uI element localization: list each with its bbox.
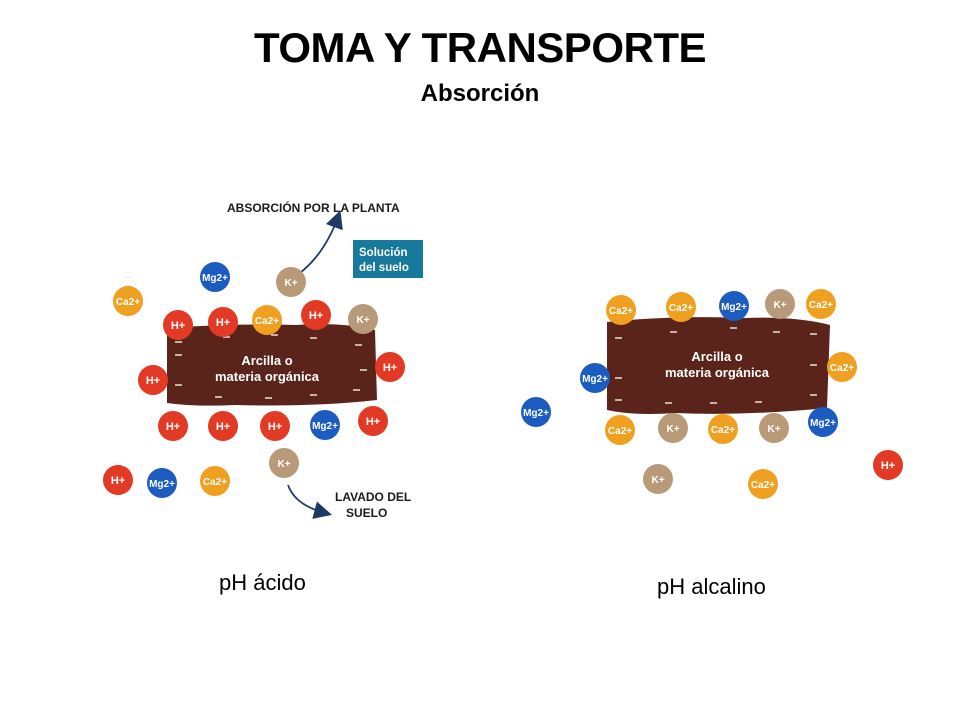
ion-label: Ca2+ xyxy=(608,426,632,437)
ion-label: H+ xyxy=(216,317,230,329)
ion-label: Ca2+ xyxy=(711,425,735,436)
ion: Mg2+ xyxy=(200,262,230,292)
ion-label: H+ xyxy=(366,416,380,428)
ion-label: Ca2+ xyxy=(255,316,279,327)
acid-clay-label-line1: Arcilla o xyxy=(241,353,292,368)
ion-label: K+ xyxy=(277,459,290,470)
ion: H+ xyxy=(158,411,188,441)
ion-label: K+ xyxy=(651,475,664,486)
alkaline-ph-diagram: Arcilla o materia orgánica Ca2+ Ca2+ Mg2… xyxy=(505,270,925,510)
ion: K+ xyxy=(643,464,673,494)
ion: Ca2+ xyxy=(200,466,230,496)
ion: Ca2+ xyxy=(606,295,636,325)
ion: K+ xyxy=(759,413,789,443)
ion-label: K+ xyxy=(767,424,780,435)
acid-ph-diagram: Arcilla o materia orgánica Solución del … xyxy=(95,185,450,535)
negative-charges xyxy=(175,334,367,399)
ion-label: Mg2+ xyxy=(810,418,836,429)
ion: K+ xyxy=(348,304,378,334)
ion: H+ xyxy=(138,365,168,395)
ion-label: H+ xyxy=(268,421,282,433)
ion: Mg2+ xyxy=(719,291,749,321)
ion: Ca2+ xyxy=(827,352,857,382)
ion: H+ xyxy=(375,352,405,382)
ion-label: H+ xyxy=(111,475,125,487)
ion: Mg2+ xyxy=(580,363,610,393)
alkaline-clay-label-line1: Arcilla o xyxy=(691,349,742,364)
ion: Mg2+ xyxy=(808,407,838,437)
leaching-label-line1: LAVADO DEL xyxy=(335,490,411,504)
absorption-label: ABSORCIÓN POR LA PLANTA xyxy=(227,200,400,215)
ion-label: H+ xyxy=(171,320,185,332)
ion: Mg2+ xyxy=(310,410,340,440)
ion: H+ xyxy=(260,411,290,441)
ion-label: Ca2+ xyxy=(751,480,775,491)
alkaline-clay-label-line2: materia orgánica xyxy=(665,365,770,380)
alkaline-ph-caption: pH alcalino xyxy=(657,574,766,599)
clay-particle xyxy=(607,317,830,414)
ion-label: Ca2+ xyxy=(809,300,833,311)
ion-label: Mg2+ xyxy=(582,374,608,385)
ion-label: K+ xyxy=(356,315,369,326)
ion-label: Ca2+ xyxy=(116,297,140,308)
ion: H+ xyxy=(301,300,331,330)
ion-label: Mg2+ xyxy=(202,273,228,284)
ion: Ca2+ xyxy=(748,469,778,499)
negative-charges xyxy=(615,327,817,404)
ion: H+ xyxy=(163,310,193,340)
ion-label: Mg2+ xyxy=(523,408,549,419)
ion: H+ xyxy=(873,450,903,480)
ion: K+ xyxy=(658,413,688,443)
page-subtitle: Absorción xyxy=(420,80,540,107)
soil-solution-box xyxy=(353,240,423,278)
ion-label: H+ xyxy=(146,375,160,387)
ion-label: Ca2+ xyxy=(203,477,227,488)
ion-label: K+ xyxy=(666,424,679,435)
ion-label: Ca2+ xyxy=(669,303,693,314)
soil-solution-label-line1: Solución xyxy=(359,247,408,259)
ion: Mg2+ xyxy=(521,397,551,427)
ion: Ca2+ xyxy=(605,415,635,445)
ion: H+ xyxy=(208,411,238,441)
ion-label: K+ xyxy=(773,300,786,311)
ion: K+ xyxy=(276,267,306,297)
leaching-arrow xyxy=(287,484,332,519)
acid-diagram-svg: Arcilla o materia orgánica Solución del … xyxy=(103,200,423,520)
ion-label: Ca2+ xyxy=(830,363,854,374)
acid-clay-label-line2: materia orgánica xyxy=(215,369,320,384)
ion-label: K+ xyxy=(284,278,297,289)
alkaline-diagram-svg: Arcilla o materia orgánica Ca2+ Ca2+ Mg2… xyxy=(521,289,903,499)
ion: Ca2+ xyxy=(666,292,696,322)
ion: H+ xyxy=(103,465,133,495)
ion-label: H+ xyxy=(166,421,180,433)
ion: H+ xyxy=(358,406,388,436)
ion: Ca2+ xyxy=(113,286,143,316)
ion-label: Mg2+ xyxy=(312,421,338,432)
ion: K+ xyxy=(269,448,299,478)
page-title: TOMA Y TRANSPORTE xyxy=(253,24,707,71)
clay-particle xyxy=(167,324,377,406)
ion-label: Ca2+ xyxy=(609,306,633,317)
ion-label: H+ xyxy=(216,421,230,433)
ion-label: H+ xyxy=(383,362,397,374)
ion: K+ xyxy=(765,289,795,319)
ion-label: H+ xyxy=(309,310,323,322)
ion: H+ xyxy=(208,307,238,337)
ion-label: H+ xyxy=(881,460,895,472)
leaching-label-line2: SUELO xyxy=(346,506,387,520)
ion: Ca2+ xyxy=(708,414,738,444)
absorption-arrow xyxy=(299,210,343,274)
soil-solution-label-line2: del suelo xyxy=(359,262,409,274)
ion: Ca2+ xyxy=(252,305,282,335)
ion: Mg2+ xyxy=(147,468,177,498)
acid-ph-caption: pH ácido xyxy=(219,570,306,595)
ion: Ca2+ xyxy=(806,289,836,319)
ion-label: Mg2+ xyxy=(149,479,175,490)
ion-label: Mg2+ xyxy=(721,302,747,313)
